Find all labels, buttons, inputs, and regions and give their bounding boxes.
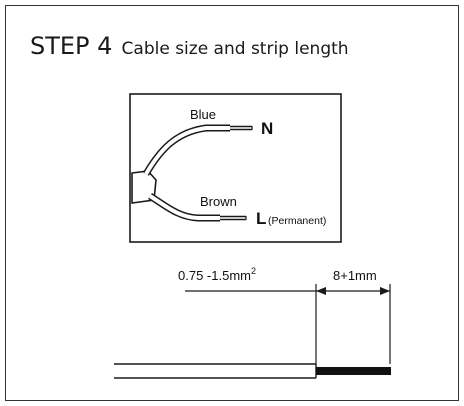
strip-length-label: 8+1mm: [333, 268, 377, 283]
brown-wire: [148, 193, 247, 222]
cable-size-label: 0.75 -1.5mm2: [178, 266, 256, 283]
wiring-box: [129, 93, 342, 243]
neutral-terminal-label: N: [261, 119, 273, 138]
arrow-right-icon: [380, 287, 390, 295]
arrow-left-icon: [316, 287, 326, 295]
brown-wire-label: Brown: [200, 194, 237, 209]
blue-wire-label: Blue: [190, 107, 216, 122]
dimension-lines: [185, 284, 391, 364]
permanent-note: (Permanent): [268, 215, 326, 227]
step-number: STEP 4: [30, 32, 113, 60]
stripped-conductor: [316, 367, 391, 375]
blue-wire: [142, 124, 253, 176]
live-terminal-label: L: [256, 209, 266, 228]
step-heading: STEP 4 Cable size and strip length: [30, 32, 349, 60]
cable-side-view: [114, 363, 391, 379]
step-subtitle: Cable size and strip length: [121, 39, 349, 59]
